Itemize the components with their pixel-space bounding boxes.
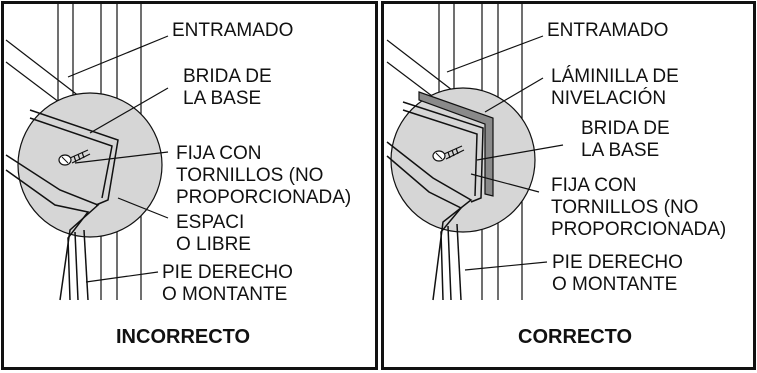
incorrect-drawing [5,4,169,301]
label-fija-2: TORNILLOS (NO [176,165,324,186]
correct-drawing [386,4,564,301]
label-fija-1: FIJA CON [176,143,262,164]
caption-correct: CORRECTO [518,326,633,348]
label-entramado: ENTRAMADO [172,20,294,41]
label-fija-3: PROPORCIONADA) [551,219,727,240]
label-pie-1: PIE DERECHO [162,262,293,283]
label-espacio-2: O LIBRE [176,234,251,255]
caption-incorrect: INCORRECTO [116,326,251,348]
label-espacio-1: ESPACI [176,212,245,233]
label-pie-2: O MONTANTE [162,284,288,305]
label-brida-2: LA BASE [581,140,660,161]
label-pie-1: PIE DERECHO [552,252,683,273]
label-fija-3: PROPORCIONADA) [176,187,352,208]
label-laminilla-2: NIVELACIÓN [551,88,667,109]
label-fija-2: TORNILLOS (NO [551,197,699,218]
label-brida-1: BRIDA DE [183,66,272,87]
label-entramado: ENTRAMADO [547,20,669,41]
screw-icon [58,149,91,166]
label-pie-2: O MONTANTE [552,274,678,295]
screw-icon [432,145,465,162]
label-fija-1: FIJA CON [551,175,637,196]
detail-circle [17,92,163,238]
leveling-shim [418,91,494,197]
label-brida-2: LA BASE [183,88,262,109]
label-brida-1: BRIDA DE [581,118,670,139]
label-laminilla-1: LÁMINILLA DE [551,66,679,87]
